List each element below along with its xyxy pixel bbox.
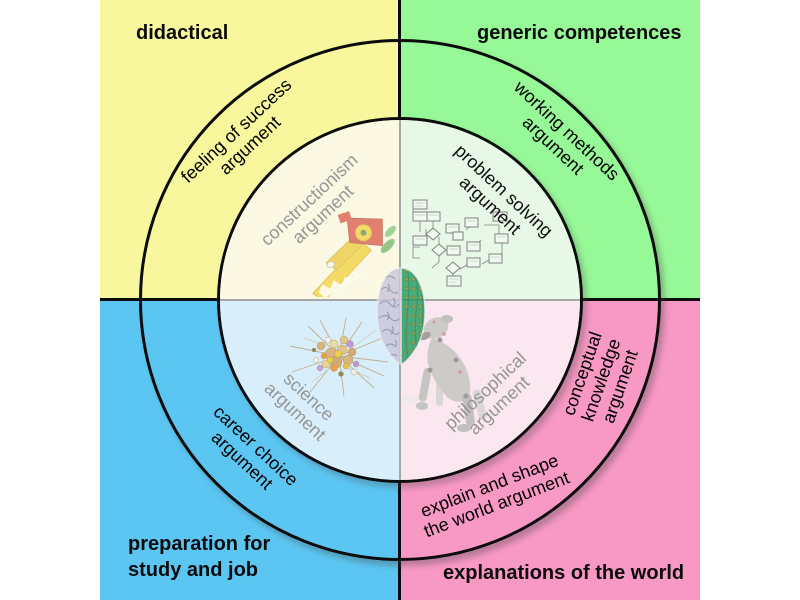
- quadrant-label-preparation: preparation for study and job: [128, 533, 271, 581]
- lego-robot-model-icon: [293, 203, 400, 303]
- quadrant-label-generic-competences: generic competences: [477, 22, 682, 44]
- quadrant-label-didactical: didactical: [136, 22, 229, 44]
- molecule-model-icon: [286, 316, 393, 400]
- robot-dog-icon: [400, 306, 497, 443]
- quadrant-label-explanations: explanations of the world: [443, 562, 685, 584]
- half-brain-half-circuit-icon: [375, 266, 427, 365]
- quadrant-grid: didactical generic competences preparati…: [100, 0, 700, 600]
- outer-ring-circle: [139, 39, 661, 561]
- flowchart-diagram-icon: [403, 198, 517, 290]
